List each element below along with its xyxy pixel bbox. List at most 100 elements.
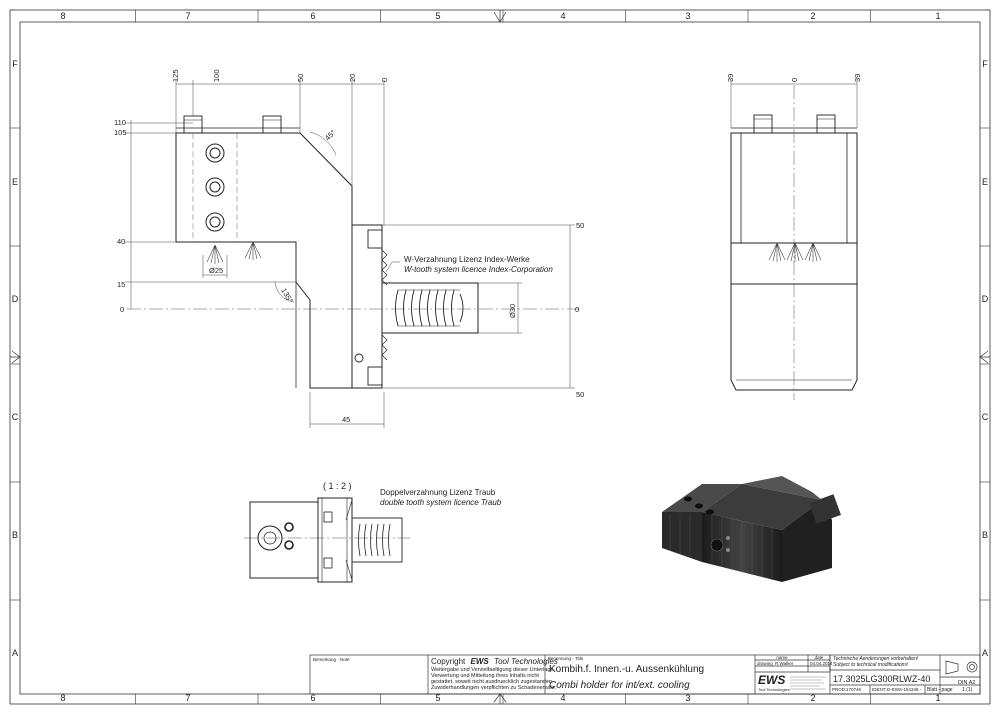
- remarks-label: Bemerkung - Note: [313, 657, 350, 662]
- detail-scale: ( 1 : 2 ): [323, 481, 352, 491]
- dim-text: 50: [576, 390, 584, 399]
- row-label: C: [12, 412, 19, 422]
- sheet-label: Blatt - page: [927, 687, 953, 693]
- copyright-line: Copyright EWS Tool Technologies: [431, 657, 558, 666]
- prod-value: 170746: [846, 687, 862, 692]
- note-en: double tooth system licence Traub: [380, 498, 502, 507]
- side-coolant-spray: [768, 242, 822, 262]
- dim-text: 105: [114, 128, 127, 137]
- iso-left-block-top: [662, 484, 742, 512]
- ews-logo: EWS: [758, 673, 785, 687]
- dim-text: 0: [120, 305, 124, 314]
- ident-label: IDENT:: [872, 687, 886, 692]
- ews-address-lines: [790, 676, 826, 690]
- row-labels-left: F E D C B A: [12, 59, 19, 658]
- col-label: 5: [435, 693, 440, 703]
- iso-ridges: [669, 513, 773, 580]
- copyright-brand: EWS: [470, 657, 489, 666]
- front-shank-serration: [395, 289, 464, 327]
- column-labels-bottom: 8 7 6 5 4 3 2 1: [60, 693, 940, 703]
- row-label: C: [982, 412, 989, 422]
- front-dimensions: [125, 80, 575, 428]
- front-top-boss-right: [262, 115, 282, 134]
- col-label: 7: [185, 693, 190, 703]
- front-view: [175, 115, 479, 389]
- detail-note: Doppelverzahnung Lizenz Traub double too…: [380, 488, 502, 507]
- drawing-name: R.Walker: [775, 661, 794, 666]
- note-en: W-tooth system licence Index-Corporation: [404, 265, 553, 274]
- dim-text: 125: [171, 69, 180, 82]
- col-label: 4: [560, 11, 565, 21]
- dim-text: 20: [348, 74, 357, 82]
- legal-line: Verwertung und Mitteilung ihres Inhalts …: [431, 673, 539, 679]
- iso-main-top: [702, 484, 822, 530]
- row-label: A: [982, 648, 988, 658]
- col-label: 6: [310, 693, 315, 703]
- row-label: E: [12, 177, 18, 187]
- front-dim-texts: 125 100 50 20 0 110 105 40 15 0 50 0 50 …: [114, 69, 584, 424]
- title-block: Bemerkung - Note Copyright EWS Tool Tech…: [309, 654, 981, 695]
- front-coolant-spray: [206, 241, 262, 264]
- row-label: B: [982, 530, 988, 540]
- col-label: 2: [810, 693, 815, 703]
- legal-line: Zuwiderhandlungen verpflichten zu Schade…: [431, 685, 557, 691]
- front-body-outline: [175, 132, 353, 389]
- side-lower-body: [730, 283, 858, 391]
- dim-text: 0: [790, 78, 799, 82]
- iso-left-block-face: [662, 512, 702, 562]
- angle-text: 45°: [323, 128, 337, 142]
- col-label: 2: [810, 11, 815, 21]
- front-note: W-Verzahnung Lizenz Index-Werke W-tooth …: [404, 255, 553, 274]
- row-label: E: [982, 177, 988, 187]
- row-label: D: [982, 294, 989, 304]
- title-label: Benennung - Title: [548, 656, 584, 661]
- row-label: B: [12, 530, 18, 540]
- col-date: date: [815, 655, 824, 660]
- row-label: F: [982, 59, 988, 69]
- col-label: 3: [685, 693, 690, 703]
- dim-text: 100: [212, 69, 221, 82]
- front-top-boss-left: [183, 115, 203, 134]
- col-name: name: [776, 655, 788, 660]
- iso-shank: [809, 494, 841, 524]
- col-label: 4: [560, 693, 565, 703]
- dim-text: 110: [114, 118, 126, 127]
- projection-symbol-icon: [945, 660, 978, 675]
- front-coolant-holes: [205, 143, 225, 232]
- drawing-date: 04.04.2014: [810, 661, 833, 666]
- row-labels-right: F E D C B A: [982, 59, 989, 658]
- row-label: F: [12, 59, 18, 69]
- dim-text: 50: [576, 221, 584, 230]
- dim-text: 45: [342, 415, 350, 424]
- centering-marks: [10, 10, 990, 704]
- dim-text: 0: [380, 78, 389, 82]
- front-shank-base: [381, 282, 479, 334]
- legal-text: Weitergabe und Vervielfaeltigung dieser …: [431, 667, 557, 691]
- detail-serration: [358, 523, 391, 557]
- detail-view: [249, 497, 403, 583]
- copyright-suffix: Tool Technologies: [494, 657, 558, 666]
- title-en: Combi holder for int/ext. cooling: [549, 680, 690, 691]
- sheet-value: 1 (1): [962, 687, 973, 693]
- dim-text: 0: [575, 305, 579, 314]
- copyright-prefix: Copyright: [431, 657, 466, 666]
- note-de: W-Verzahnung Lizenz Index-Werke: [404, 255, 530, 264]
- note-de: Doppelverzahnung Lizenz Traub: [380, 488, 496, 497]
- prod-label: PROD:: [832, 687, 846, 692]
- iso-upper-step: [742, 476, 822, 500]
- isometric-render: [662, 476, 841, 582]
- ident-value: D-EWS-154346 -: [887, 687, 922, 692]
- part-number: 17.3025LG300RLWZ-40: [833, 674, 930, 684]
- dim-text: 40: [117, 237, 125, 246]
- format: DIN A2: [958, 680, 975, 686]
- front-flange: [351, 224, 383, 389]
- dim-text: Ø30: [508, 304, 517, 318]
- row-label: D: [12, 294, 19, 304]
- zone-ticks: [10, 10, 990, 704]
- col-label: 7: [185, 11, 190, 21]
- column-labels-top: 8 7 6 5 4 3 2 1: [60, 11, 940, 21]
- row-drawing: drawing: [757, 661, 773, 666]
- col-label: 5: [435, 11, 440, 21]
- side-dim-texts: 39 0 39: [726, 74, 862, 82]
